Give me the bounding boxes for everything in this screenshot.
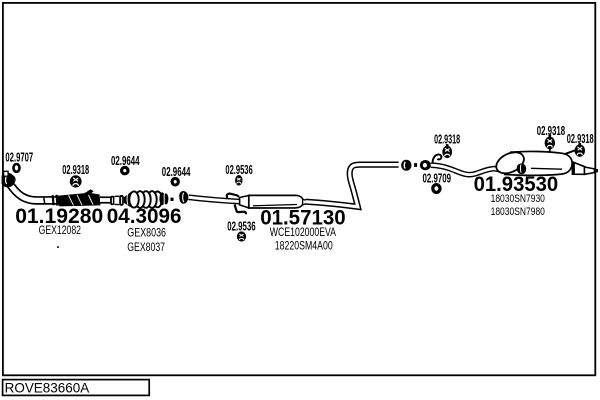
svg-text:WCE102000EVA: WCE102000EVA — [270, 226, 336, 239]
svg-text:18220SM4A00: 18220SM4A00 — [275, 239, 333, 253]
svg-text:01.57130: 01.57130 — [260, 206, 346, 230]
svg-text:01.19280: 01.19280 — [15, 204, 103, 228]
svg-text:02.9318: 02.9318 — [537, 123, 566, 138]
svg-text:02.9644: 02.9644 — [111, 153, 140, 168]
svg-text:GEX8036: GEX8036 — [127, 225, 166, 239]
svg-text:GEX8037: GEX8037 — [127, 240, 165, 254]
svg-text:02.9318: 02.9318 — [62, 162, 89, 177]
svg-text:02.9536: 02.9536 — [225, 162, 252, 177]
svg-text:01.93530: 01.93530 — [474, 172, 559, 196]
svg-text:02.9644: 02.9644 — [162, 164, 191, 179]
svg-text:02.9709: 02.9709 — [423, 171, 452, 186]
svg-text:GEX12082: GEX12082 — [39, 223, 82, 237]
svg-text:04.3096: 04.3096 — [107, 204, 182, 228]
svg-text:02.9318: 02.9318 — [434, 132, 460, 147]
svg-text:02.9536: 02.9536 — [227, 218, 256, 233]
svg-text:02.9707: 02.9707 — [5, 149, 33, 164]
svg-text:18030SN7930: 18030SN7930 — [491, 193, 545, 205]
svg-text:18030SN7980: 18030SN7980 — [491, 206, 545, 218]
svg-text:02.9318: 02.9318 — [567, 131, 594, 146]
svg-text:ROVE83660A: ROVE83660A — [5, 380, 91, 395]
